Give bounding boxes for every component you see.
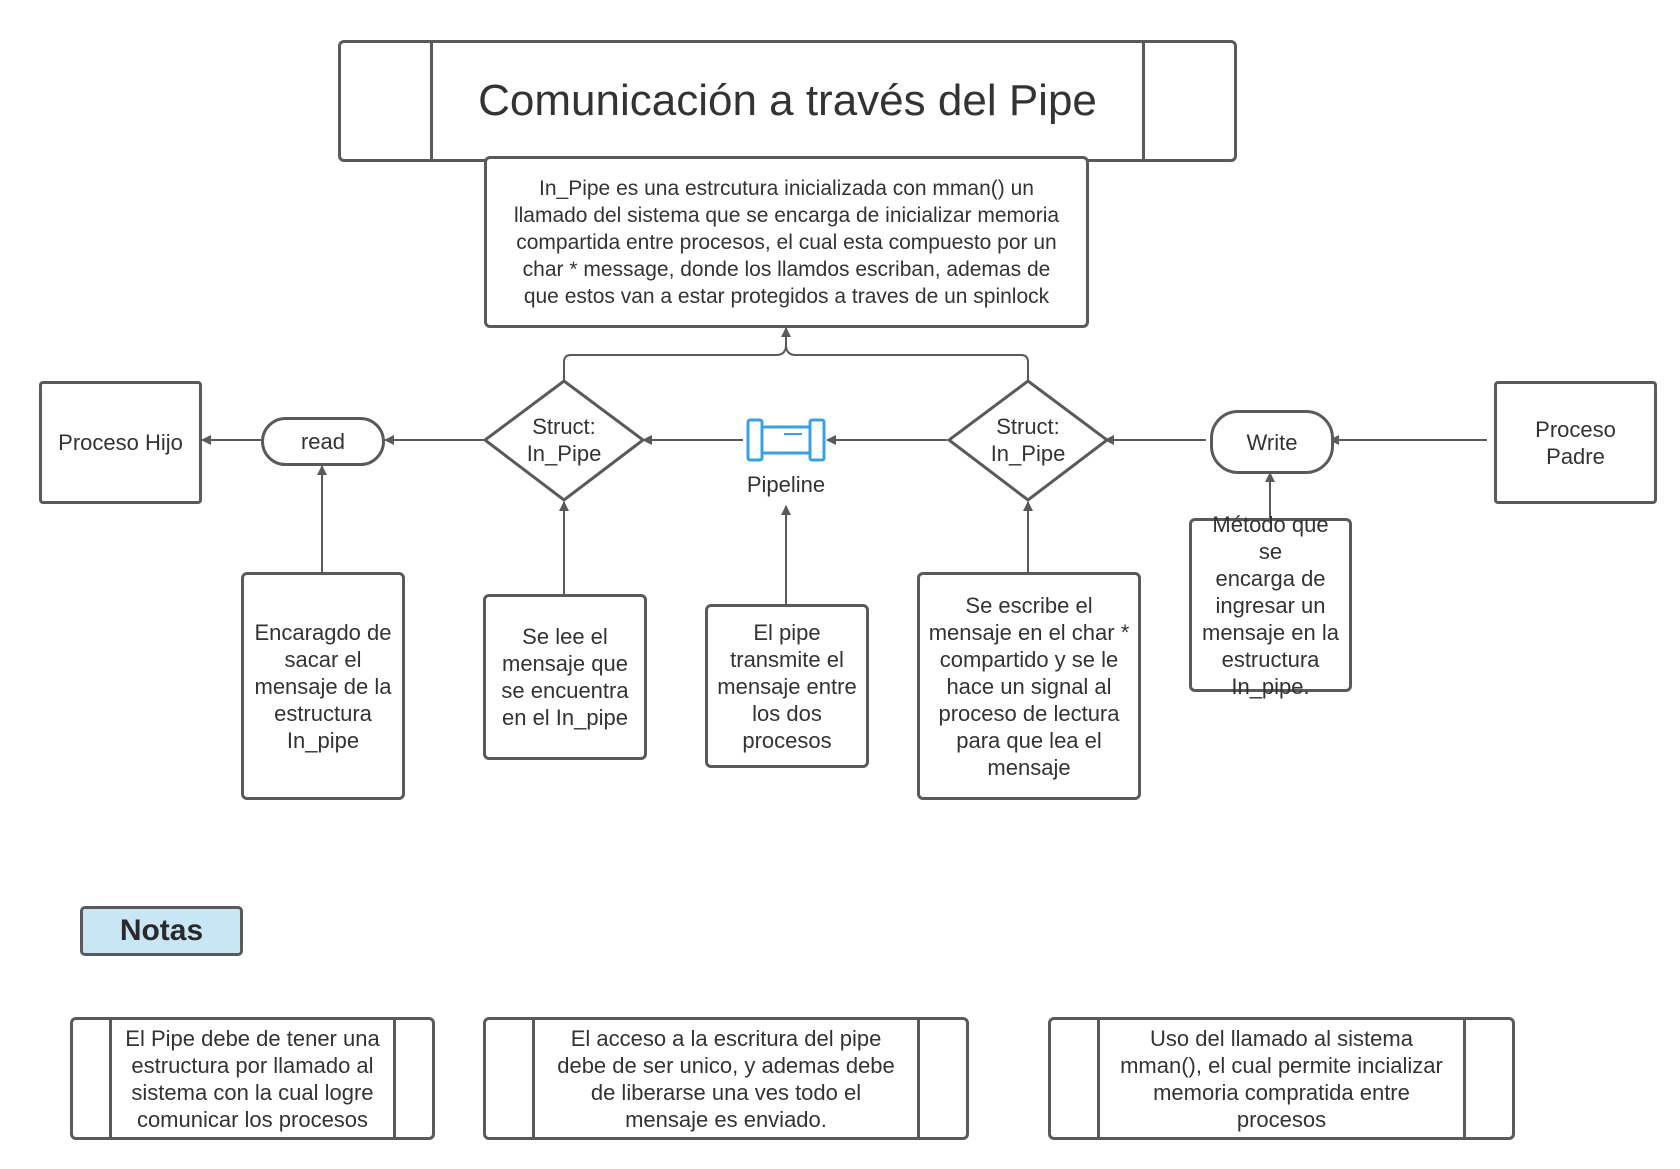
pipeline-label: Pipeline xyxy=(746,471,826,497)
struct-left-note: Se lee el mensaje que se encuentra en el… xyxy=(483,594,647,760)
struct-right-diamond[interactable] xyxy=(946,379,1110,502)
write-node[interactable]: Write xyxy=(1210,410,1334,474)
connector-struct-right-to-description xyxy=(785,344,1029,381)
arrow-structs-to-description xyxy=(563,327,791,381)
notas-header: Notas xyxy=(80,906,243,956)
note-2-text: El acceso a la escritura del pipe debe d… xyxy=(532,1020,920,1137)
page-title: Comunicación a través del Pipe xyxy=(430,43,1145,159)
struct-left-label: Struct: In_Pipe xyxy=(526,414,602,466)
read-node[interactable]: read xyxy=(261,417,385,466)
read-note: Encaragdo de sacar el mensaje de la estr… xyxy=(241,572,405,800)
note-1: El Pipe debe de tener una estructura por… xyxy=(70,1017,435,1140)
write-note: Método que se encarga de ingresar un men… xyxy=(1189,512,1352,699)
title-box: Comunicación a través del Pipe xyxy=(338,40,1237,162)
note-2: El acceso a la escritura del pipe debe d… xyxy=(483,1017,969,1140)
note-3: Uso del llamado al sistema mman(), el cu… xyxy=(1048,1017,1515,1140)
struct-left-diamond[interactable] xyxy=(482,379,646,502)
description-box: In_Pipe es una estrcutura inicializada c… xyxy=(484,156,1089,328)
pipeline-icon xyxy=(746,418,826,462)
struct-right-label: Struct: In_Pipe xyxy=(990,414,1066,466)
struct-right-note: Se escribe el mensaje en el char * compa… xyxy=(917,572,1141,800)
note-3-text: Uso del llamado al sistema mman(), el cu… xyxy=(1097,1020,1466,1137)
note-1-text: El Pipe debe de tener una estructura por… xyxy=(109,1020,396,1137)
proceso-hijo-node[interactable]: Proceso Hijo xyxy=(39,381,202,504)
pipeline-note: El pipe transmite el mensaje entre los d… xyxy=(705,604,869,768)
proceso-padre-node[interactable]: Proceso Padre xyxy=(1494,381,1657,504)
